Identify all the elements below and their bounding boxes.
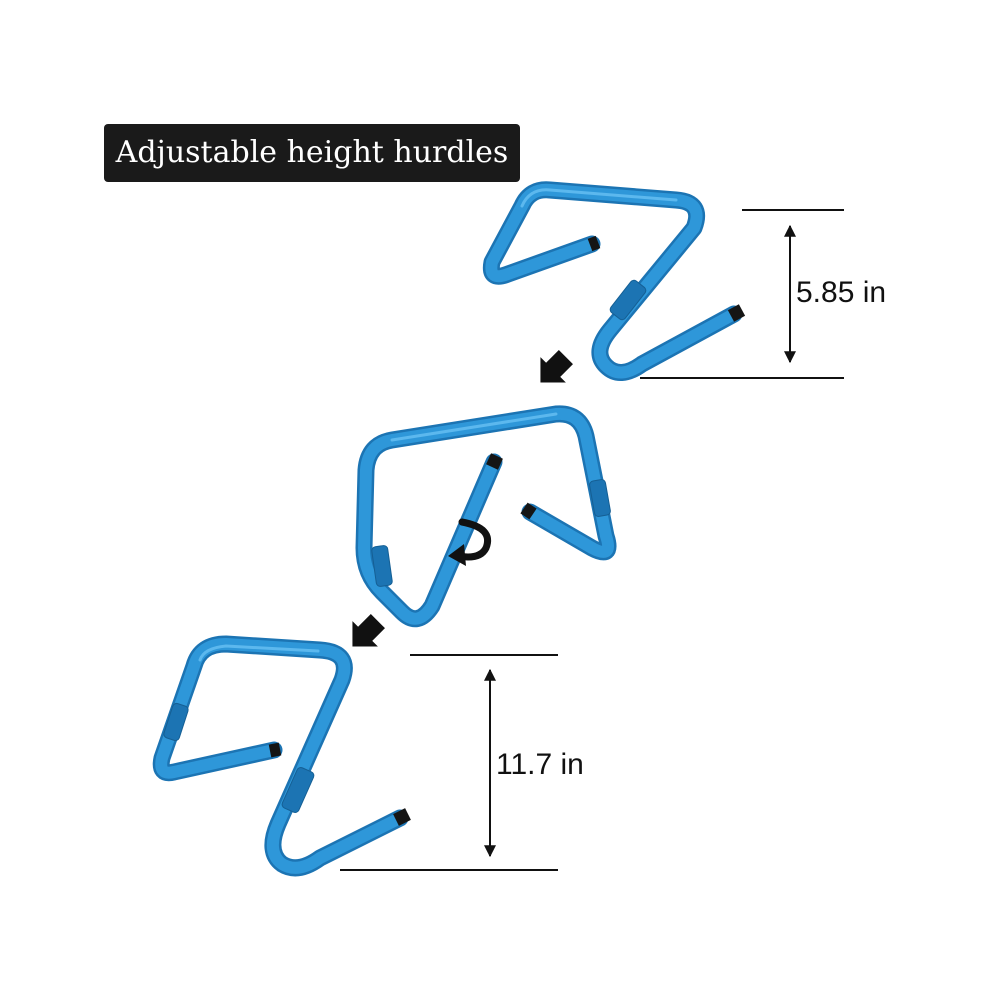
hurdle-low-tube-shine — [520, 188, 678, 208]
hurdle-high-tube-shine — [198, 644, 320, 662]
dimension-low-label: 5.85 in — [796, 276, 887, 309]
hurdle-high-cap-outer — [393, 808, 411, 826]
hurdle-rotating-joint-right — [589, 479, 611, 517]
hurdle-high-cap-inner — [268, 742, 282, 758]
hurdle-high-joint-right — [281, 767, 315, 813]
hurdle-rotating-tube-shine — [390, 412, 558, 442]
title-badge: Adjustable height hurdles — [104, 124, 520, 182]
hurdle-rotating-cap-inner — [520, 502, 537, 520]
arrow-down-left-icon — [352, 614, 385, 647]
hurdle-rotating-tube — [358, 407, 615, 625]
hurdle-rotating — [355, 405, 617, 628]
dimension-high — [340, 654, 558, 871]
hurdle-rotating-joint-left — [371, 545, 393, 587]
rotate-arrow-icon — [448, 518, 491, 566]
dimension-high-label: 11.7 in — [496, 748, 584, 781]
dimension-low — [640, 209, 844, 379]
hurdle-high-joint-left — [163, 702, 189, 742]
hurdle-high-tube — [155, 638, 406, 874]
hurdle-low-cap-inner — [587, 235, 601, 252]
hurdle-low — [482, 181, 746, 381]
hurdle-low-tube — [485, 183, 740, 379]
hurdle-high — [152, 635, 411, 877]
arrow-down-left-icon — [540, 350, 573, 383]
hurdle-low-joint — [609, 279, 647, 321]
hurdle-low-cap-outer — [727, 304, 746, 322]
hurdle-rotating-cap-upright — [486, 453, 503, 470]
